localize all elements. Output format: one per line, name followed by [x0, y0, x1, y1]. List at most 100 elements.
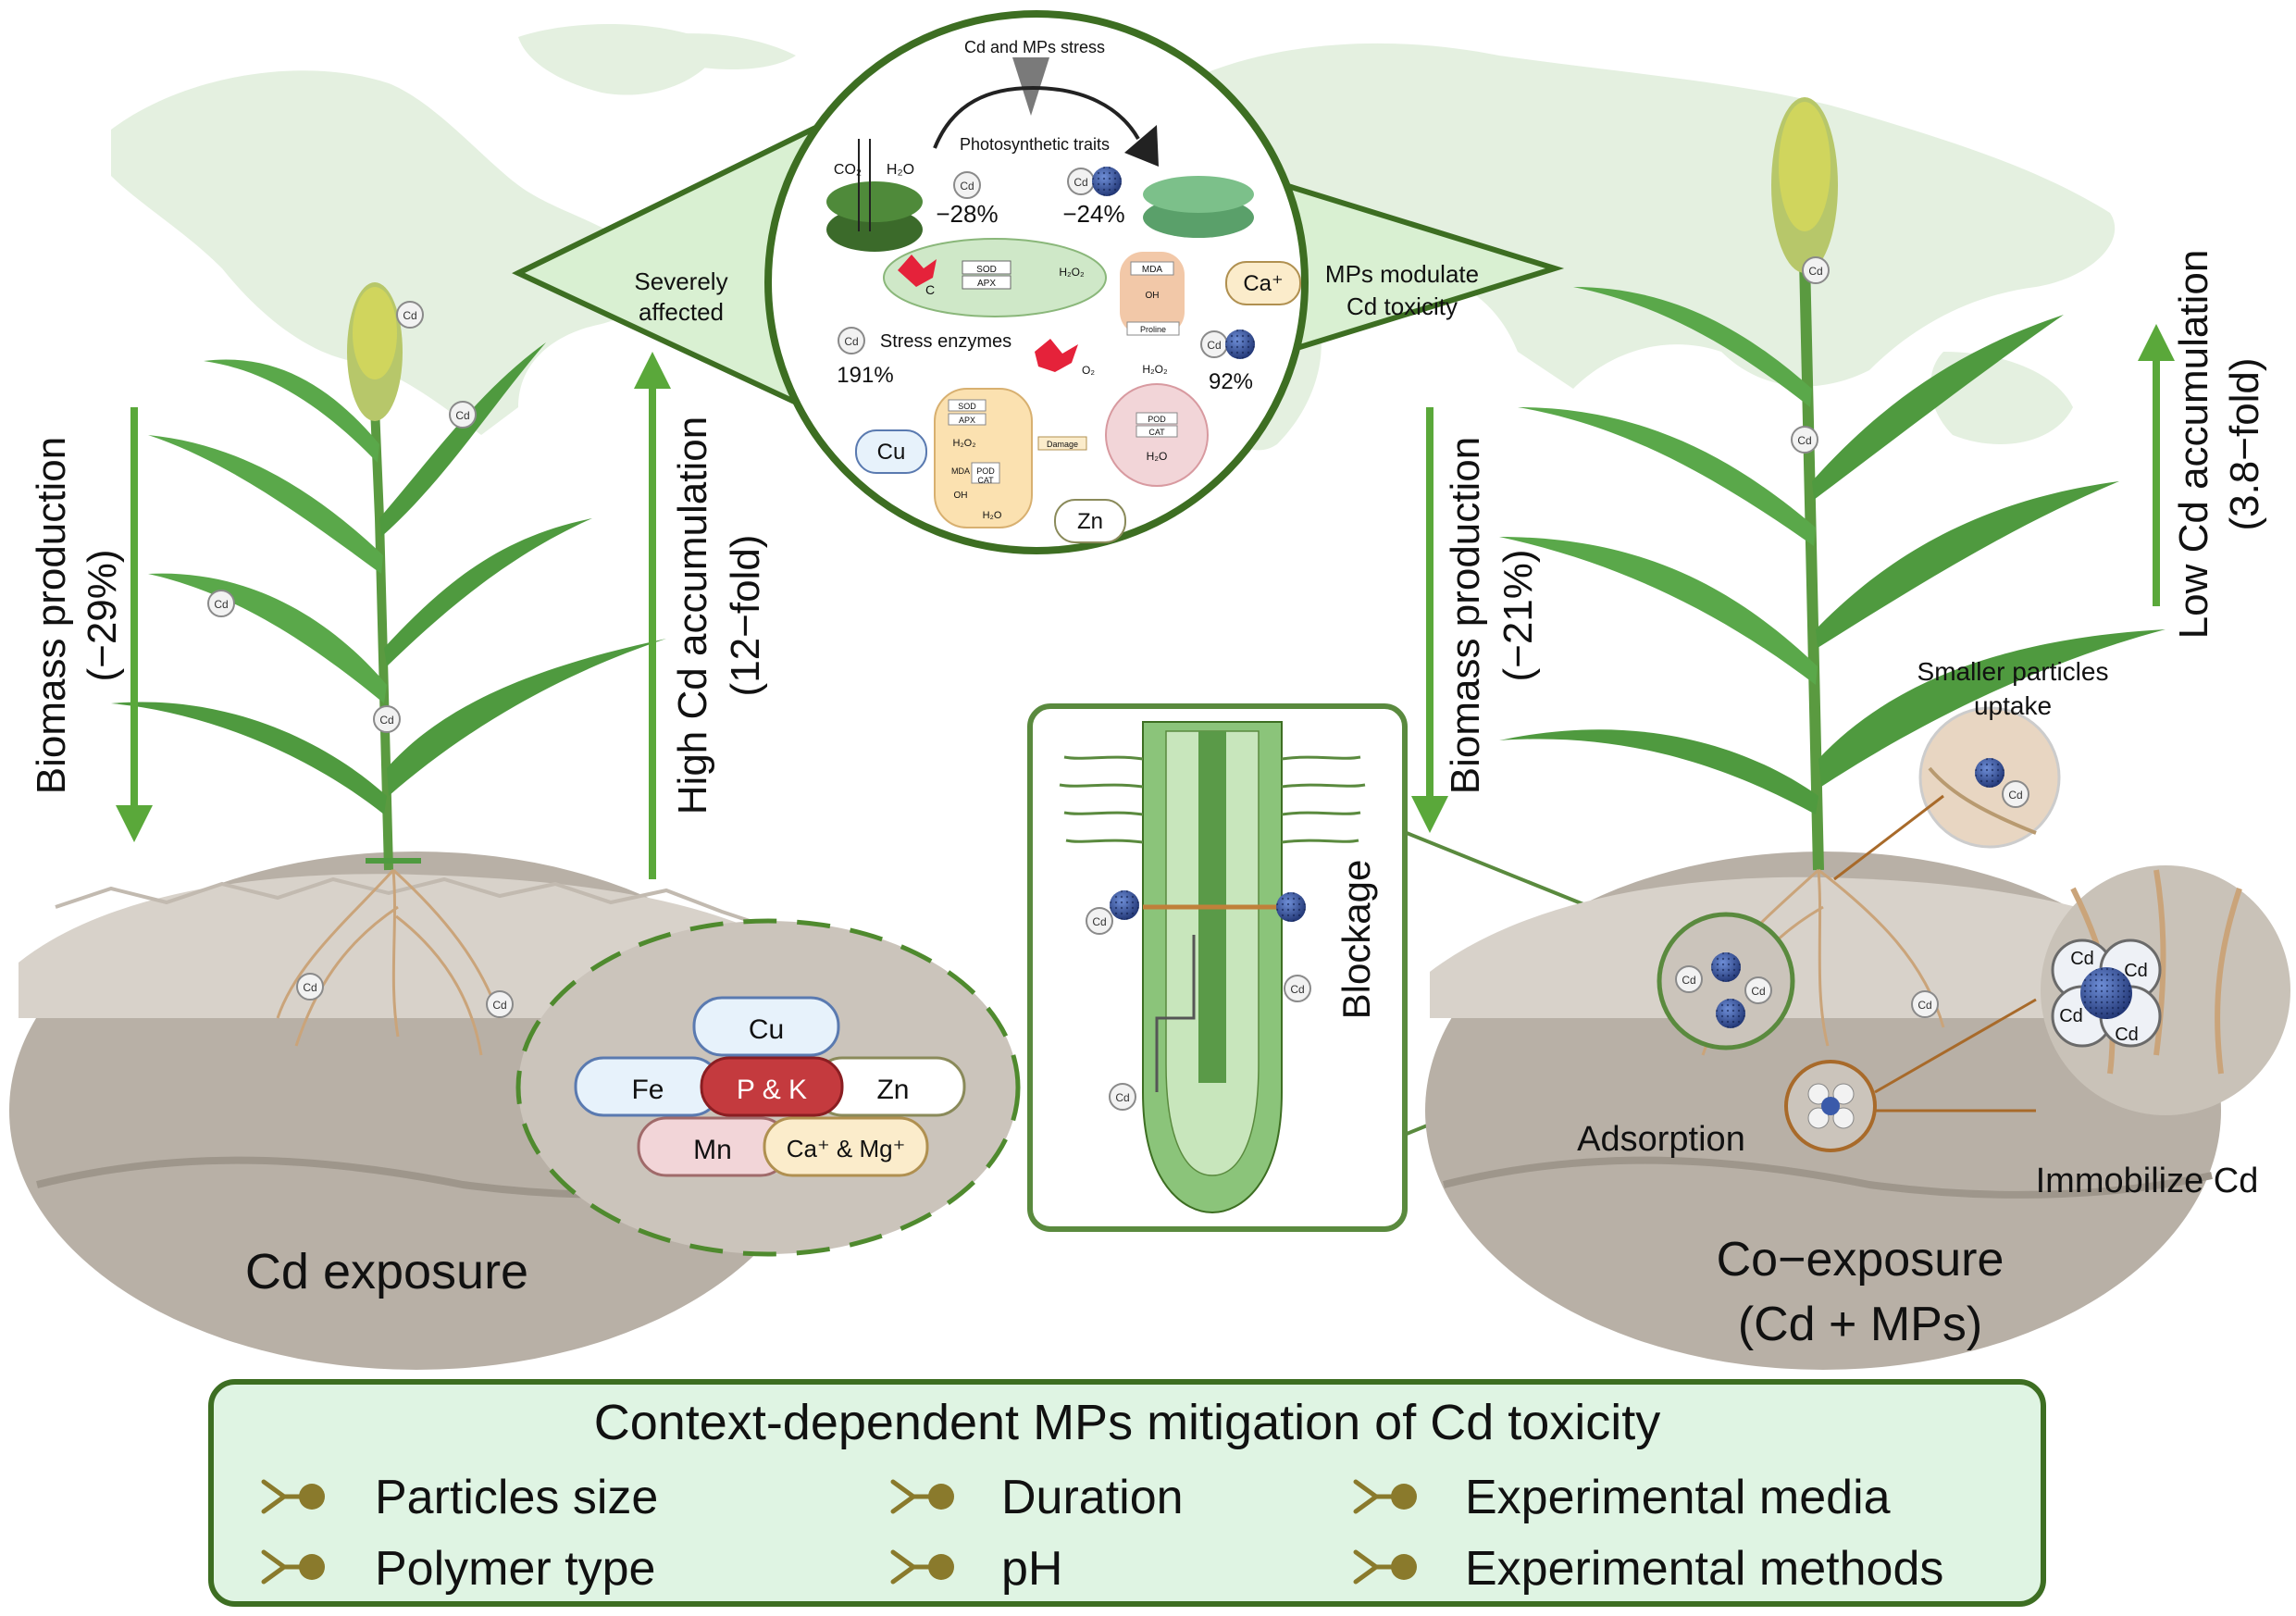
cd-badge-icon	[1744, 976, 1772, 1004]
nutrient-camg: Ca⁺ & Mg⁺	[787, 1135, 906, 1162]
h2o-label-4: H₂O	[1147, 450, 1168, 463]
pod-label-1: POD	[976, 466, 995, 476]
cd-badge-icon	[373, 705, 401, 733]
factor-particles-size: Particles size	[375, 1471, 658, 1524]
factor-experimental-media: Experimental media	[1465, 1471, 1891, 1524]
cd-badge-icon	[1284, 975, 1311, 1002]
left-biomass-value: (−29%)	[80, 549, 125, 681]
ros-burst	[1035, 339, 1078, 372]
microplastic-icon	[1092, 167, 1122, 196]
right-accum-value: (3.8−fold)	[2222, 357, 2267, 530]
co2-label: CO₂	[834, 162, 862, 178]
arrow-down-icon	[1411, 407, 1448, 833]
h2o2-label-1: H₂O₂	[1059, 266, 1085, 279]
mitochondrion	[934, 388, 1033, 528]
proline-label: Proline	[1140, 325, 1166, 334]
arrow-up-icon	[634, 352, 671, 879]
mp-enzyme-value: 92%	[1209, 369, 1253, 394]
smaller-particles-line2: uptake	[1974, 691, 2052, 720]
apx-label-2: APX	[959, 416, 975, 425]
severely-line1: Severely	[634, 267, 727, 295]
ca-badge	[1225, 261, 1301, 305]
factor-experimental-methods: Experimental methods	[1465, 1542, 1943, 1596]
zoom-connector	[1874, 998, 2037, 1094]
arrow-up-icon	[2138, 324, 2175, 606]
cd-enzyme-value: 191%	[837, 363, 893, 388]
right-biomass-value: (−21%)	[1496, 549, 1541, 681]
immobilize-small-zoom	[1784, 1060, 1877, 1152]
cd-badge-icon	[953, 171, 981, 199]
left-biomass-title: Biomass production	[29, 437, 74, 794]
cd-badge-icon	[1200, 330, 1228, 358]
context-box	[208, 1379, 2046, 1607]
damage-label: Damage	[1047, 440, 1078, 449]
smaller-particles-line1: Smaller particles	[1917, 657, 2109, 686]
nutrient-cu: Cu	[749, 1014, 784, 1045]
severely-line2: affected	[639, 298, 724, 326]
cd-badge-icon	[2002, 780, 2029, 808]
nutrient-pk: P & K	[737, 1075, 807, 1105]
h2o2-label-2: H₂O₂	[1142, 363, 1168, 376]
zoom-connector	[1833, 794, 1944, 881]
immobilize-label: Immobilize Cd	[2036, 1162, 2259, 1200]
cd-badge-icon	[1791, 426, 1818, 454]
cd-badge-icon	[449, 401, 477, 429]
stress-header: Cd and MPs stress	[964, 38, 1105, 56]
cd-badge-icon	[1675, 965, 1703, 993]
mda-label-2: MDA	[951, 466, 970, 476]
oh-label-2: OH	[954, 491, 968, 501]
cat-label-2: CAT	[1148, 428, 1165, 437]
h2o2-label-3: H₂O₂	[952, 438, 975, 449]
apx-label: APX	[977, 279, 996, 289]
factor-polymer-type: Polymer type	[375, 1542, 655, 1596]
nutrient-mn: Mn	[693, 1135, 732, 1165]
chloroplast	[883, 238, 1107, 317]
arrow-down-icon	[116, 407, 153, 842]
cd-badge-icon	[1067, 168, 1095, 195]
o2-label: O₂	[1082, 364, 1095, 377]
cd-badge-icon	[1911, 990, 1939, 1018]
left-soil-label: Cd exposure	[245, 1244, 528, 1299]
blockage-label: Blockage	[1334, 860, 1378, 1020]
cd-badge-icon	[1109, 1083, 1136, 1111]
oh-label-1: OH	[1146, 291, 1160, 301]
sod-label-2: SOD	[958, 402, 976, 411]
root-tip-panel	[1027, 703, 1408, 1232]
vacuole	[1105, 383, 1209, 487]
cat-label-1: CAT	[977, 476, 994, 485]
factor-ph: pH	[1001, 1542, 1062, 1596]
right-accum-title: Low Cd accumulation	[2171, 250, 2216, 640]
h2o-label-3: H₂O	[983, 510, 1002, 521]
cd-badge-icon	[486, 990, 514, 1018]
cd-badge-icon	[207, 590, 235, 617]
right-biomass-title: Biomass production	[1443, 437, 1488, 794]
photosynthetic-label: Photosynthetic traits	[960, 135, 1110, 154]
cd-badge-icon	[296, 973, 324, 1001]
factor-duration: Duration	[1001, 1471, 1184, 1524]
h2o-label: H₂O	[887, 162, 914, 178]
left-accum-title: High Cd accumulation	[670, 416, 715, 814]
nutrient-panel	[515, 918, 1021, 1257]
nutrient-fe: Fe	[631, 1075, 664, 1105]
adsorption-label: Adsorption	[1577, 1120, 1745, 1159]
zn-label: Zn	[1077, 509, 1103, 534]
right-soil-label-line2: (Cd + MPs)	[1738, 1298, 1982, 1351]
cd-badge-icon	[838, 327, 865, 354]
cd-large-3: Cd	[2059, 1006, 2083, 1026]
microplastic-icon	[1711, 952, 1741, 982]
cd-badge-icon	[396, 301, 424, 329]
stress-enzymes-label: Stress enzymes	[880, 331, 1011, 352]
cd-large-2: Cd	[2124, 961, 2148, 981]
cd-large-4: Cd	[2115, 1025, 2139, 1045]
stomata-right	[1143, 176, 1254, 238]
nutrient-zn: Zn	[876, 1075, 909, 1105]
microplastic-icon	[1225, 329, 1255, 359]
modulate-line2: Cd toxicity	[1347, 292, 1458, 320]
cd-photo-value: −28%	[936, 200, 998, 228]
c-label: C	[925, 282, 935, 297]
microplastic-icon	[1276, 892, 1306, 922]
cd-badge-icon	[1086, 907, 1113, 935]
cu-label: Cu	[877, 440, 906, 465]
right-plant	[1499, 97, 2166, 1056]
damage-box	[1037, 436, 1087, 451]
